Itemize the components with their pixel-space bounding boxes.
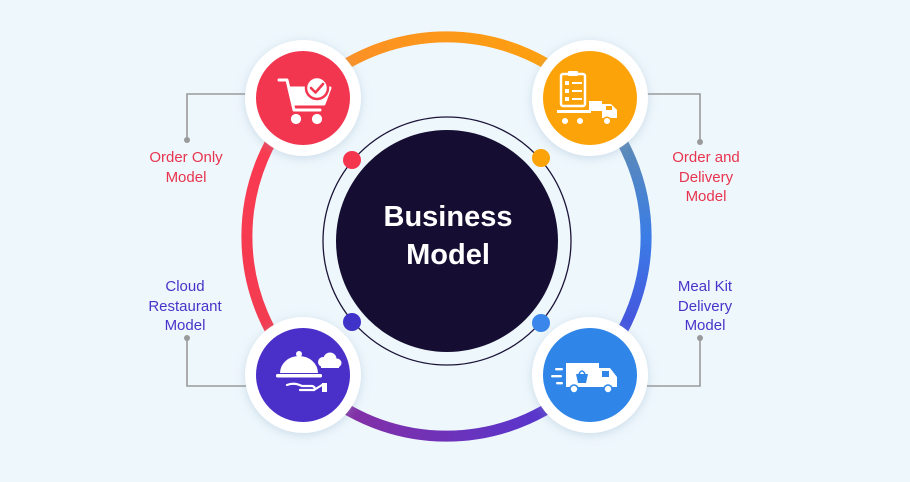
node-order-only <box>245 40 361 156</box>
node-cloud-restaurant <box>245 317 361 433</box>
fast-delivery-van-icon <box>551 363 617 394</box>
label-order-and-delivery: Order and Delivery Model <box>672 149 740 205</box>
center-title-line-1: Business <box>383 201 513 233</box>
connector-lines <box>184 93 703 387</box>
serving-cloche-hand-icon <box>276 351 342 392</box>
dot-orange <box>532 149 550 167</box>
label-order-only: Order Only Model <box>149 149 223 186</box>
label-meal-kit-delivery: Meal Kit Delivery Model <box>677 278 733 334</box>
label-cloud-restaurant: Cloud Restaurant Model <box>148 278 222 334</box>
node-order-and-delivery <box>532 40 648 156</box>
center-title: Business Model <box>338 198 558 274</box>
connector-order-delivery <box>640 93 701 142</box>
connector-cloud-restaurant <box>186 338 250 387</box>
center-circle <box>336 130 558 352</box>
dot-red <box>343 151 361 169</box>
center-title-line-2: Model <box>406 239 490 271</box>
checklist-delivery-truck-icon <box>557 71 617 126</box>
dot-blue <box>532 314 550 332</box>
connector-meal-kit <box>640 338 701 387</box>
node-meal-kit-delivery <box>532 317 648 433</box>
shopping-cart-check-icon <box>277 75 332 125</box>
inner-outline-ring <box>322 116 572 366</box>
dot-purple <box>343 313 361 331</box>
connector-order-only <box>186 93 250 140</box>
